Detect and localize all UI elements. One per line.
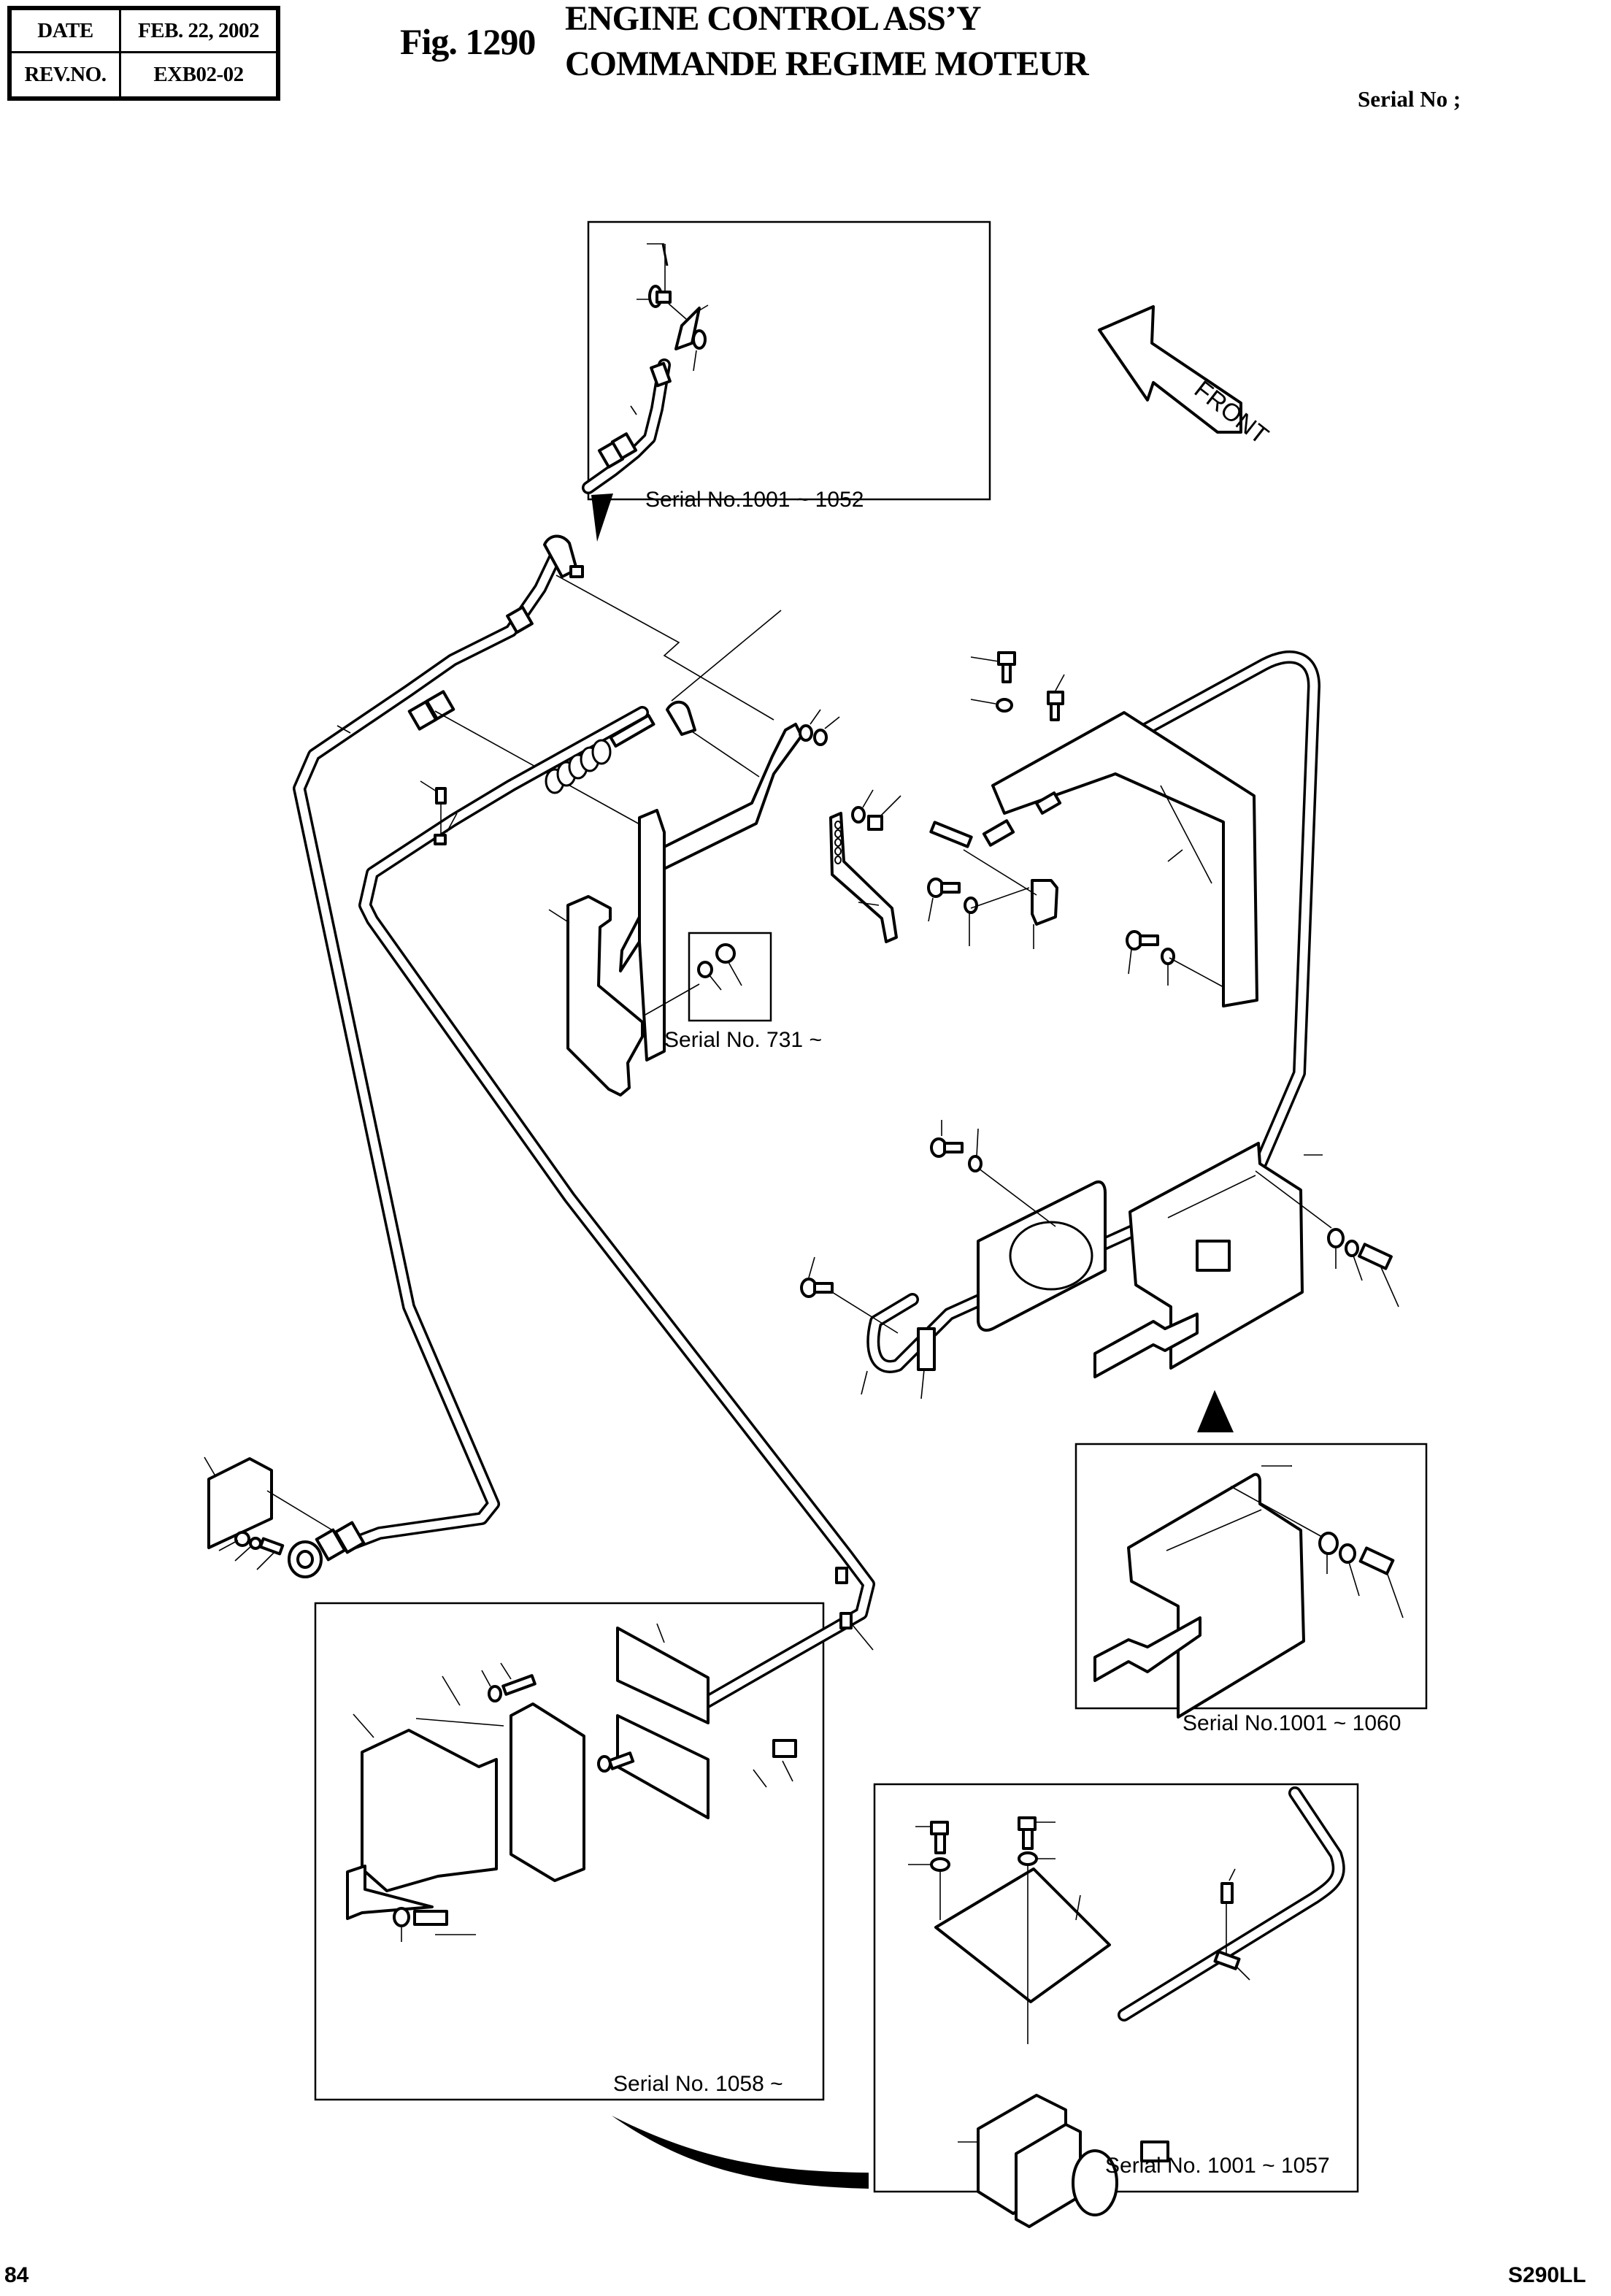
governor-cable-assembly [358, 700, 875, 1712]
nut-washer-detail-frame [688, 932, 772, 1022]
serial-label-controller-box: Serial No. 1058 ~ [613, 2072, 783, 2096]
motor-actuator-detail-parts [908, 1786, 1345, 2228]
detail-pointer-arrow-icon [591, 494, 613, 542]
bracket-plate-detail-frame [1074, 1443, 1428, 1710]
serial-label-motor-actuator: Serial No. 1001 ~ 1057 [1105, 2154, 1330, 2178]
controller-box-detail-parts [346, 1623, 797, 1942]
page-title-french: COMMANDE REGIME MOTEUR [565, 45, 1089, 83]
cable-end-detail-frame [587, 220, 991, 501]
serial-label-nut-washer: Serial No. 731 ~ [664, 1028, 822, 1052]
front-direction-arrow-icon: FRONT [1098, 305, 1274, 450]
throttle-lever-bracket [548, 575, 901, 1097]
bracket-plate-detail-parts [1093, 1465, 1404, 1719]
cable-end-detail-parts [582, 243, 709, 494]
date-value: FEB. 22, 2002 [121, 10, 276, 53]
model-code: S290LL [1508, 2263, 1586, 2287]
figure-number: Fig. 1290 [400, 21, 536, 62]
motor-actuator-detail-frame [873, 1783, 1359, 2193]
controller-box-detail-frame [314, 1602, 825, 2101]
page-number: 84 [4, 2263, 29, 2287]
page-title-english: ENGINE CONTROL ASS’Y [565, 0, 981, 38]
throttle-cable-assembly [204, 534, 642, 1578]
serial-label-cable-end: Serial No.1001 ~ 1052 [645, 488, 864, 512]
serial-label-bracket-plate: Serial No.1001 ~ 1060 [1183, 1711, 1402, 1735]
revision-info-table: DATE FEB. 22, 2002 REV.NO. EXB02-02 [7, 6, 280, 101]
control-plate-assembly [800, 1120, 1399, 1400]
date-label: DATE [12, 10, 121, 53]
detail-pointer-arrow-icon [1197, 1390, 1234, 1432]
curved-pointer-arrow-icon [612, 2116, 869, 2189]
revision-label: REV.NO. [12, 53, 121, 96]
serial-number-heading: Serial No ; [1358, 86, 1461, 112]
revision-value: EXB02-02 [153, 63, 244, 86]
